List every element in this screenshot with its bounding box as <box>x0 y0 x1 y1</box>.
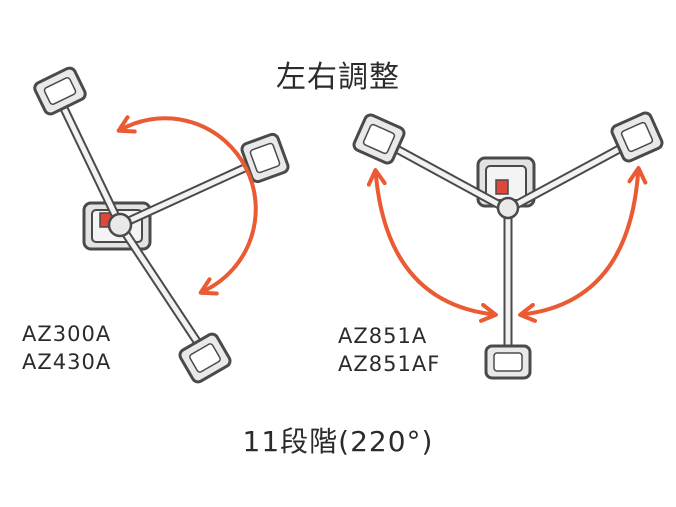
right-rotation-arrow-left <box>366 168 498 323</box>
model-name: AZ851A <box>338 324 428 348</box>
model-name: AZ851AF <box>338 352 441 376</box>
model-name: AZ430A <box>22 350 112 374</box>
left-hub <box>107 212 133 238</box>
right-arm-down <box>484 205 532 380</box>
left-model-list: AZ300A AZ430A <box>22 320 111 376</box>
right-unit-illustration <box>352 111 664 380</box>
left-rotation-arrow <box>116 115 258 296</box>
left-arm-upper <box>33 66 125 230</box>
left-arm-right <box>115 132 290 230</box>
left-arm-lower <box>115 220 232 384</box>
page-title: 左右調整 <box>276 60 400 95</box>
right-rotation-arrow-right <box>518 166 648 323</box>
right-model-list: AZ851A AZ851AF <box>338 322 440 378</box>
right-hub <box>496 196 520 220</box>
left-unit-illustration <box>33 66 290 384</box>
model-name: AZ300A <box>22 322 112 346</box>
adjustment-steps-label: 11段階(220°) <box>242 425 434 458</box>
